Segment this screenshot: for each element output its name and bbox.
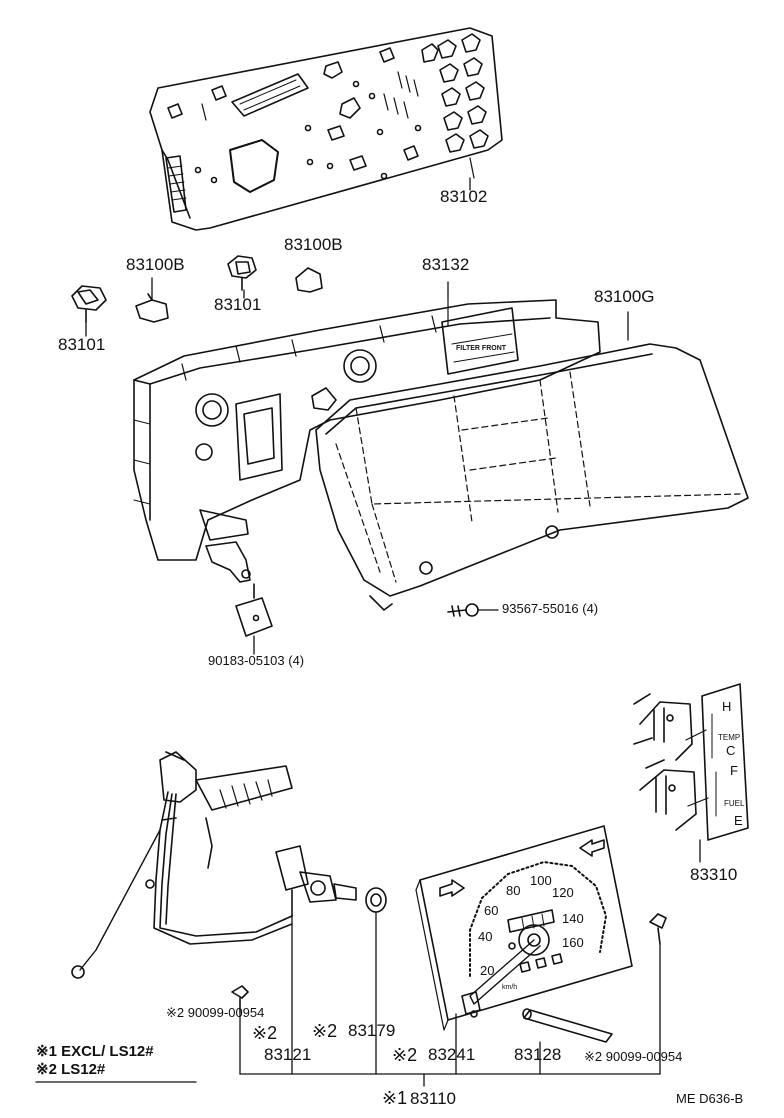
- speedo-tick-40: 40: [478, 929, 493, 944]
- gauge-mark-e: E: [734, 813, 743, 828]
- meter-hood: [315, 343, 749, 611]
- marker-83179: ※2: [312, 1021, 338, 1041]
- clip-90183: [235, 583, 273, 637]
- marker-83241: ※2: [392, 1045, 418, 1065]
- label-83110: 83110: [410, 1089, 457, 1108]
- printed-circuit-plate: [149, 27, 503, 231]
- shaft: [522, 1008, 613, 1043]
- speedo-tick-60: 60: [484, 903, 499, 918]
- label-90099-00954-right: ※2 90099-00954: [584, 1049, 683, 1064]
- bulb-center: [295, 267, 323, 293]
- gauge-mark-temp: TEMP: [718, 733, 741, 742]
- speedo-tick-120: 120: [552, 885, 574, 900]
- label-83102: 83102: [440, 187, 488, 206]
- gauge-mark-c: C: [726, 743, 736, 758]
- speedo-tick-140: 140: [562, 911, 584, 926]
- speedo-tick-100: 100: [530, 873, 552, 888]
- gauge-mark-fuel: FUEL: [724, 799, 745, 808]
- bulb-socket-center: [227, 255, 257, 291]
- label-93567-55016: 93567-55016 (4): [502, 601, 599, 616]
- note-ls12: ※2 LS12#: [36, 1061, 106, 1078]
- label-83132: 83132: [422, 255, 470, 274]
- grommet: [365, 887, 387, 913]
- speedo-tick-160: 160: [562, 935, 584, 950]
- speedo-tick-80: 80: [506, 883, 521, 898]
- gauge-mark-h: H: [722, 699, 732, 714]
- label-83100g: 83100G: [594, 287, 655, 306]
- screw-right: [649, 913, 667, 945]
- bulb-socket-left: [71, 285, 107, 323]
- label-83241: 83241: [428, 1045, 476, 1064]
- gauge-mark-f: F: [730, 763, 738, 778]
- label-90183-05103: 90183-05103 (4): [208, 653, 305, 668]
- label-90099-00954-left: ※2 90099-00954: [166, 1005, 265, 1020]
- filter-panel-text: FILTER FRONT: [456, 345, 507, 352]
- diagram-code: ME D636-B: [676, 1091, 744, 1106]
- label-83121: 83121: [264, 1045, 312, 1064]
- filter-panel: [441, 297, 519, 375]
- label-83100b-right: 83100B: [284, 235, 343, 254]
- wire-harness: [71, 751, 293, 979]
- marker-83121: ※2: [252, 1023, 278, 1043]
- label-83101-left: 83101: [58, 335, 106, 354]
- leader-lines: [85, 177, 701, 1087]
- fuel-temp-gauge: [633, 683, 749, 841]
- speedo-tick-20: 20: [480, 963, 495, 978]
- note-excl-ls12: ※1 EXCL/ LS12#: [36, 1043, 154, 1060]
- label-83179: 83179: [348, 1021, 396, 1040]
- screw-left: [231, 985, 249, 1013]
- speedo-unit: km/h: [502, 984, 518, 991]
- label-83310: 83310: [690, 865, 738, 884]
- marker-83110: ※1: [382, 1088, 408, 1108]
- label-83100b-left: 83100B: [126, 255, 185, 274]
- label-83128: 83128: [514, 1045, 562, 1064]
- speedometer: [415, 825, 633, 1031]
- screw-93567: [447, 603, 479, 617]
- meter-housing: [133, 299, 601, 583]
- speed-sensor: [275, 845, 357, 917]
- label-83101-center: 83101: [214, 295, 262, 314]
